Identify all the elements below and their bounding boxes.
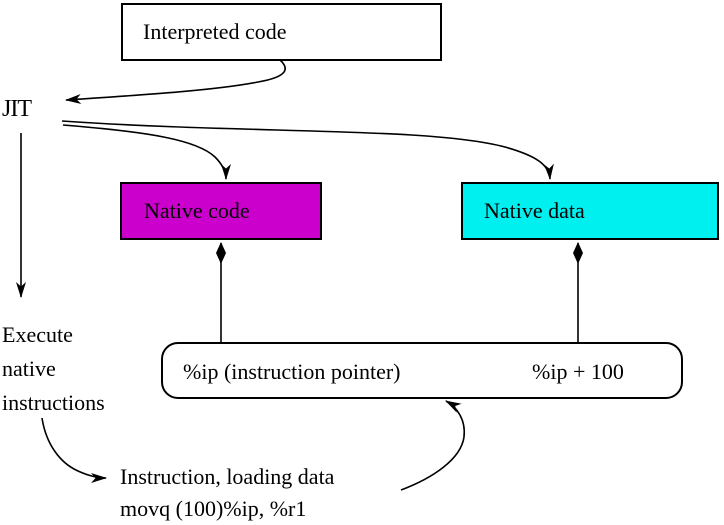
arrow-interpreted-to-jit xyxy=(65,59,286,104)
instruction-caption-line: Instruction, loading data xyxy=(120,464,335,489)
execute-label-line: instructions xyxy=(2,390,105,415)
arrow-instruction-to-pointer-box xyxy=(400,400,466,491)
native-code-label: Native code xyxy=(144,198,250,223)
instruction-pointer-offset-label: %ip + 100 xyxy=(532,359,624,384)
execute-label-line: native xyxy=(2,356,56,381)
native-code-box: Native code xyxy=(120,182,322,240)
arrow-jit-to-native-code xyxy=(62,124,231,180)
execute-native-instructions-label: Execute native instructions xyxy=(2,318,105,420)
arrow-execute-to-instruction xyxy=(41,417,107,483)
instruction-caption: Instruction, loading data movq (100)%ip,… xyxy=(120,461,334,525)
interpreted-code-label: Interpreted code xyxy=(143,19,287,44)
instruction-caption-line: movq (100)%ip, %r1 xyxy=(120,496,307,521)
native-data-box: Native data xyxy=(461,182,719,240)
instruction-pointer-box: %ip (instruction pointer) %ip + 100 xyxy=(161,342,683,399)
execute-label-line: Execute xyxy=(2,322,73,347)
jit-label: JIT xyxy=(2,96,32,122)
native-data-label: Native data xyxy=(484,198,585,223)
instruction-pointer-label: %ip (instruction pointer) xyxy=(183,359,401,384)
interpreted-code-box: Interpreted code xyxy=(121,3,442,61)
arrow-jit-to-native-data xyxy=(61,120,554,180)
